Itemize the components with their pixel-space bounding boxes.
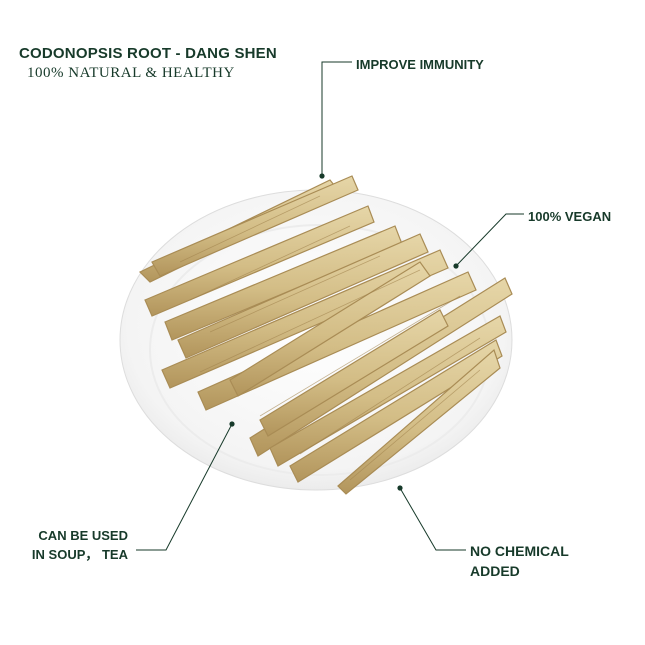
root [161, 249, 449, 389]
root [289, 339, 503, 483]
callout-chemical-line1: NO CHEMICAL [470, 543, 569, 559]
callout-soup-line1: CAN BE USED [38, 528, 128, 543]
root [229, 261, 431, 397]
root-texture [179, 195, 481, 481]
dot-immunity [319, 173, 325, 179]
callout-vegan: 100% VEGAN [528, 209, 612, 224]
leader-chemical [399, 487, 466, 551]
leader-soup [136, 423, 233, 551]
page-title: CODONOPSIS ROOT - DANG SHEN [19, 45, 277, 62]
root [259, 309, 449, 437]
callout-lines [136, 61, 524, 551]
callout-immunity: IMPROVE IMMUNITY [356, 57, 484, 72]
root [177, 233, 429, 359]
root [144, 205, 375, 317]
dot-chemical [397, 485, 403, 491]
callout-soup-line2: IN SOUP， TEA [31, 547, 128, 562]
root [269, 315, 507, 467]
callout-dots [229, 173, 459, 491]
dot-soup [229, 421, 235, 427]
page-subtitle: 100% NATURAL & HEALTHY [27, 65, 235, 81]
callout-chemical-line2: ADDED [470, 563, 520, 579]
dot-vegan [453, 263, 459, 269]
leader-vegan [455, 213, 524, 267]
leader-immunity [321, 61, 352, 175]
